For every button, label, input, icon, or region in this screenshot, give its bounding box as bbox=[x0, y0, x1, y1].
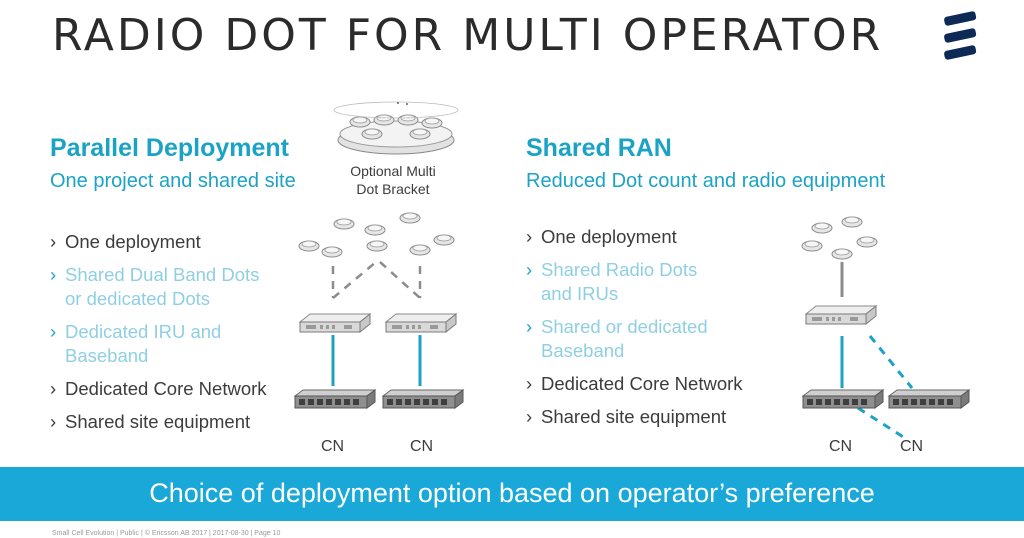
page-title: RADIO DOT FOR MULTI OPERATOR bbox=[52, 10, 884, 61]
left-heading: Parallel Deployment bbox=[50, 134, 289, 162]
footer: Small Cell Evolution | Public | © Ericss… bbox=[52, 530, 281, 537]
right-radio-dots bbox=[801, 216, 878, 260]
bracket-label: Optional Multi Dot Bracket bbox=[350, 163, 436, 197]
ericsson-logo-icon bbox=[944, 11, 977, 60]
left-bullet: One deployment bbox=[50, 230, 310, 254]
left-iru-1 bbox=[299, 313, 371, 333]
preference-banner: Choice of deployment option based on ope… bbox=[0, 467, 1024, 521]
right-bullet: Dedicated Core Network bbox=[526, 372, 786, 396]
left-dot-links bbox=[331, 261, 422, 299]
right-bullet: Shared or dedicated Baseband bbox=[526, 315, 786, 363]
right-iru bbox=[805, 305, 877, 325]
multi-dot-bracket-icon bbox=[333, 101, 459, 155]
left-bullet: Dedicated Core Network bbox=[50, 377, 310, 401]
banner-text: Choice of deployment option based on ope… bbox=[149, 478, 875, 508]
cn-label: CN bbox=[829, 438, 853, 455]
right-iru-links bbox=[840, 335, 914, 442]
left-radio-dots bbox=[298, 212, 455, 258]
left-subheading: One project and shared site bbox=[50, 170, 296, 192]
left-baseband-1 bbox=[294, 389, 376, 409]
left-bullet: Shared Dual Band Dots or dedicated Dots bbox=[50, 263, 310, 311]
right-bullet: Shared Radio Dots and IRUs bbox=[526, 258, 786, 306]
right-bullet: Shared site equipment bbox=[526, 405, 786, 429]
left-bullet: Dedicated IRU and Baseband bbox=[50, 320, 310, 368]
cn-label: CN bbox=[410, 438, 434, 455]
right-subheading: Reduced Dot count and radio equipment bbox=[526, 170, 886, 192]
right-heading: Shared RAN bbox=[526, 134, 672, 162]
right-bullet: One deployment bbox=[526, 225, 786, 249]
left-iru-links bbox=[331, 335, 422, 386]
left-iru-2 bbox=[385, 313, 457, 333]
right-baseband-1 bbox=[802, 389, 884, 409]
cn-label: CN bbox=[321, 438, 345, 455]
left-baseband-2 bbox=[382, 389, 464, 409]
left-bullet-list: One deployment Shared Dual Band Dots or … bbox=[50, 230, 310, 434]
cn-label: CN bbox=[900, 438, 924, 455]
left-bullet: Shared site equipment bbox=[50, 410, 310, 434]
right-bullet-list: One deployment Shared Radio Dots and IRU… bbox=[526, 225, 786, 429]
right-baseband-2 bbox=[888, 389, 970, 409]
